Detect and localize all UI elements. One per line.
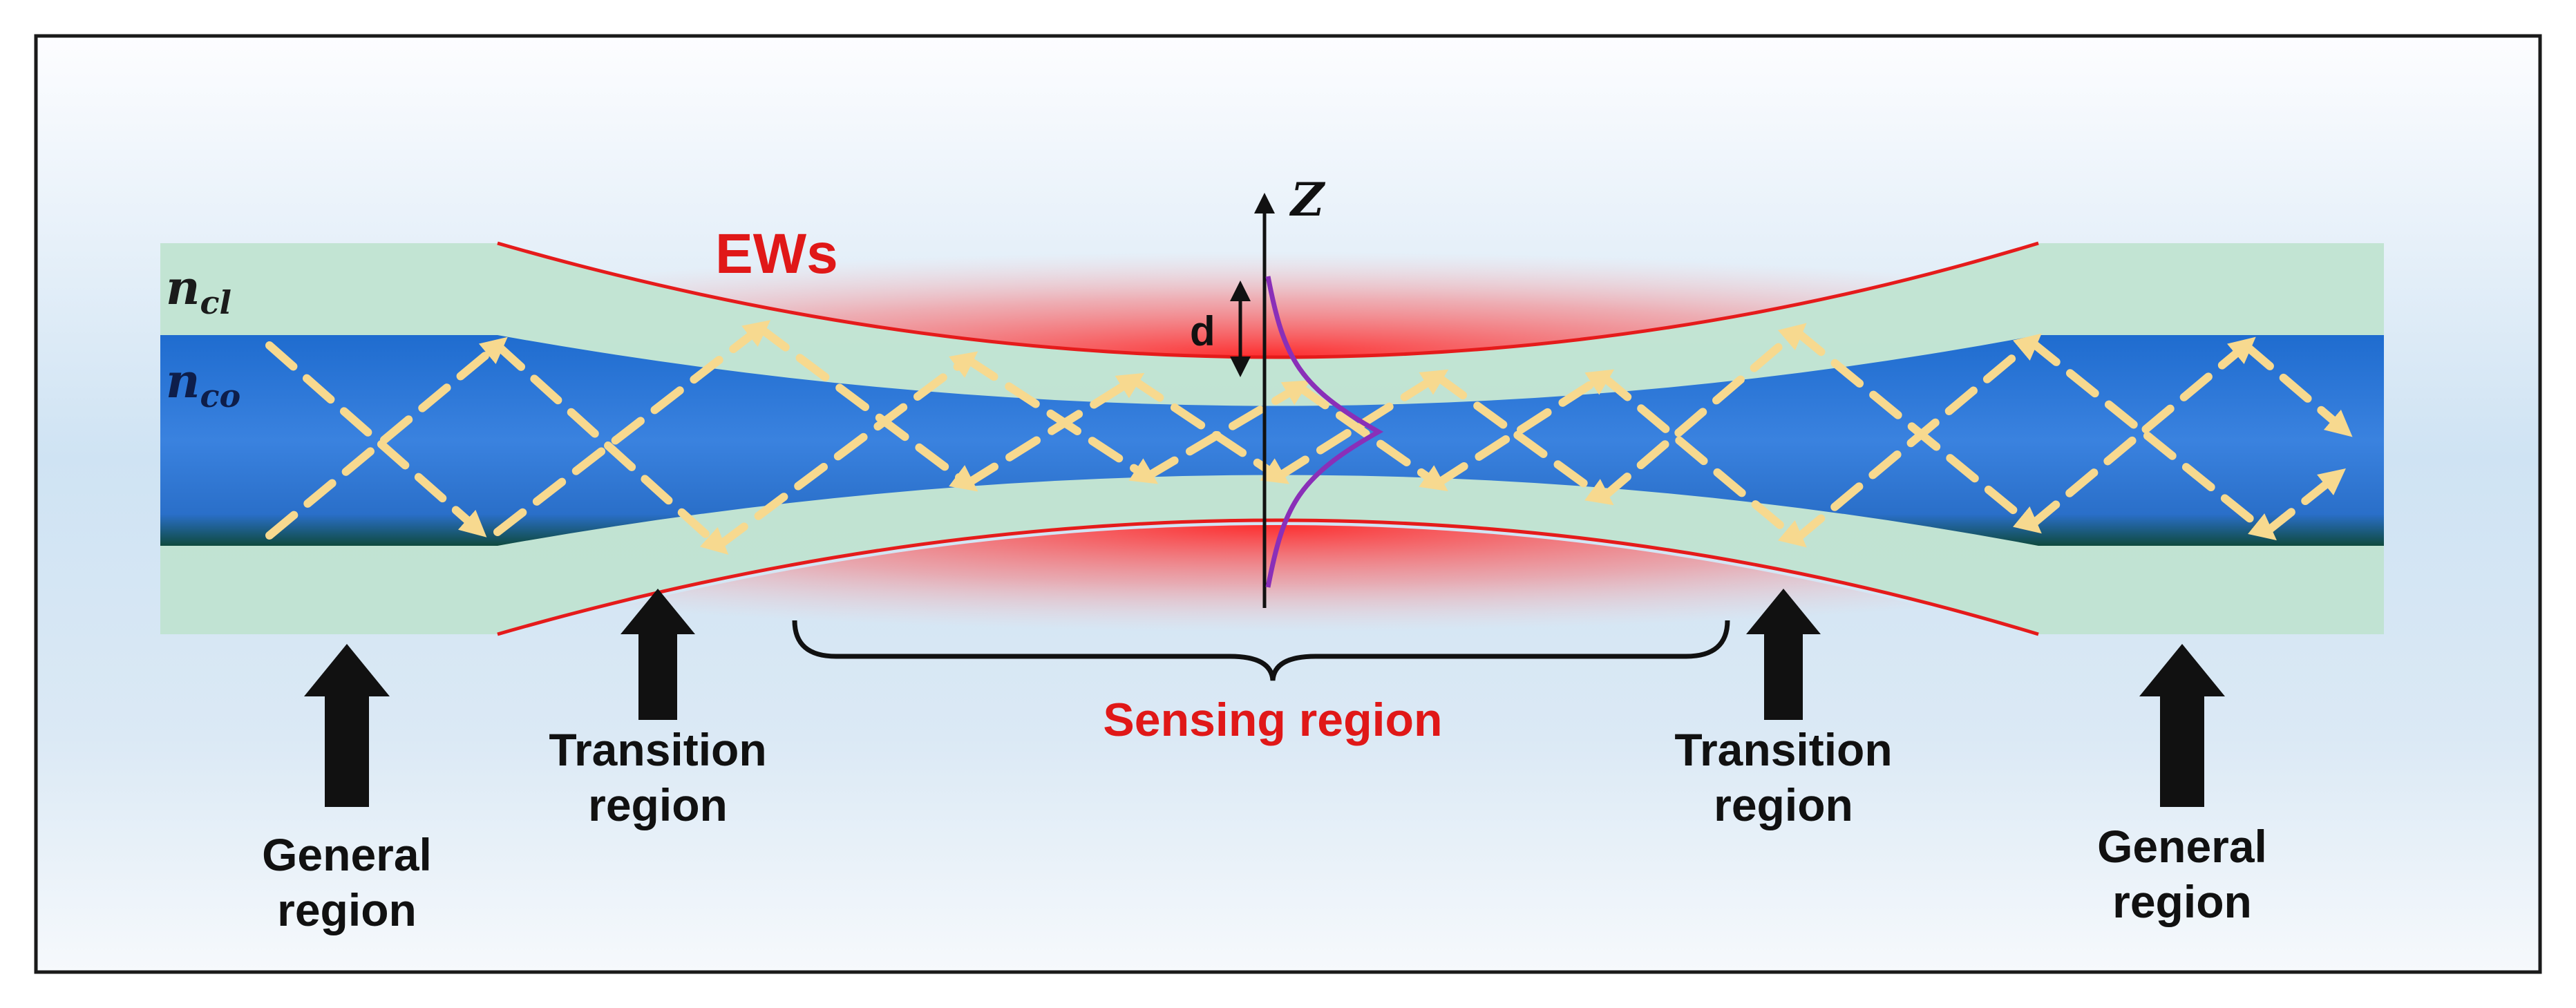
evanescent-glow-bottom <box>498 525 2038 677</box>
z-axis-label: Z <box>1289 173 1326 227</box>
right-general-label-line2: region <box>2112 876 2252 927</box>
left-transition-arrow <box>621 589 695 720</box>
evanescent-boundary-bottom <box>497 518 2039 636</box>
light-rays <box>265 320 2353 555</box>
ews-label: EWs <box>715 222 838 285</box>
right-general-arrow <box>2139 644 2225 807</box>
sensing-region-brace <box>792 620 1730 681</box>
evanescent-boundary-top <box>497 241 2039 359</box>
left-general-label-line2: region <box>277 884 417 935</box>
right-transition-arrow <box>1746 589 1821 720</box>
left-transition-label-line2: region <box>588 779 728 830</box>
fiber-core <box>160 335 2384 546</box>
core-index-label: nco <box>166 354 240 415</box>
left-general-label-line1: General <box>262 829 432 880</box>
evanescent-field-profile <box>1265 276 1384 588</box>
left-transition-label-line1: Transition <box>549 724 766 775</box>
right-general-label-line1: General <box>2097 821 2267 872</box>
sensing-region-label: Sensing region <box>1103 694 1442 746</box>
cladding-index-label: ncl <box>166 260 231 321</box>
right-transition-label-line2: region <box>1714 779 1853 830</box>
penetration-depth-label: d <box>1190 308 1215 354</box>
region-arrows <box>304 589 2225 807</box>
left-general-arrow <box>304 644 390 807</box>
right-transition-label-line1: Transition <box>1674 724 1892 775</box>
